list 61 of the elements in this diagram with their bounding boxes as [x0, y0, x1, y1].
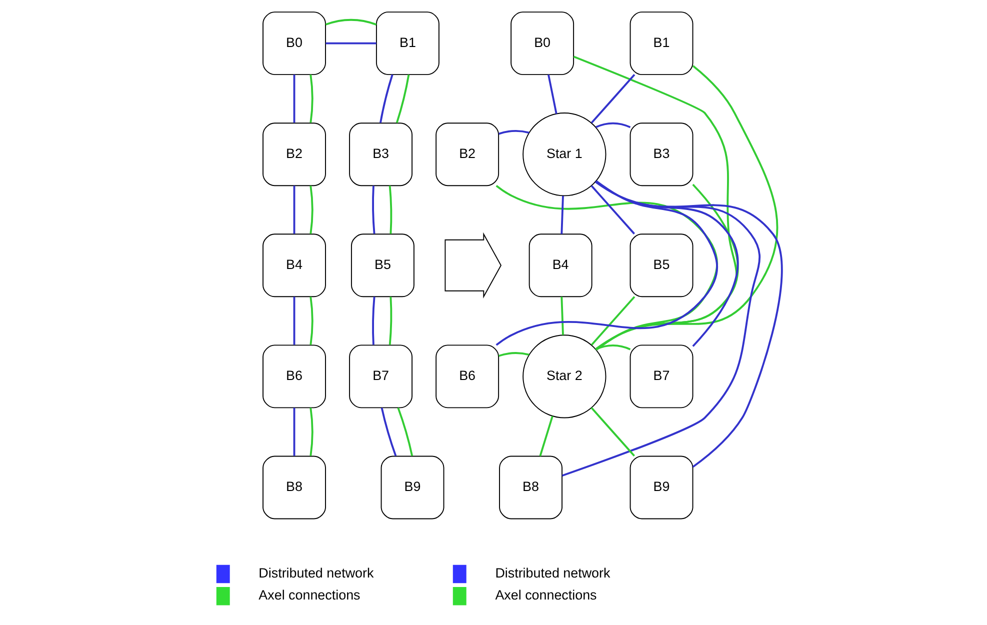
node-box: B1	[630, 12, 694, 76]
node-box: B3	[349, 122, 413, 186]
node-box: B9	[380, 456, 444, 520]
connector	[594, 181, 783, 468]
node-box: B9	[630, 456, 694, 520]
node-box: B0	[510, 12, 574, 76]
node-box: B5	[350, 234, 414, 298]
node-box: B2	[262, 122, 326, 186]
node-box: B2	[436, 122, 500, 186]
node-box: B4	[528, 234, 592, 298]
connector	[590, 296, 636, 346]
connector	[293, 74, 296, 123]
node-circle: Star 2	[522, 334, 606, 418]
node-circle: Star 1	[522, 112, 606, 196]
connector	[498, 352, 530, 357]
legend-label: Axel connections	[495, 588, 597, 603]
connector	[562, 180, 760, 477]
node-box: B1	[376, 12, 440, 76]
connector	[310, 296, 314, 345]
connector	[498, 130, 530, 135]
node-box: B7	[349, 344, 413, 408]
connector	[548, 74, 558, 114]
node-box: B0	[262, 12, 326, 76]
connector	[596, 344, 631, 350]
connector	[560, 296, 564, 336]
node-box: B8	[499, 456, 562, 520]
node-arrow	[444, 232, 502, 298]
node-box: B4	[262, 234, 326, 298]
node-box: B6	[262, 344, 326, 408]
legend-label: Distributed network	[495, 566, 610, 581]
connector	[590, 185, 635, 234]
connector	[293, 186, 296, 234]
connector	[590, 74, 636, 124]
connector	[388, 186, 392, 234]
connector	[310, 186, 314, 234]
connector	[325, 18, 377, 26]
node-box: B5	[630, 234, 694, 298]
connector	[326, 42, 376, 44]
connector	[396, 74, 410, 124]
node-box: B3	[630, 122, 694, 186]
connector	[380, 74, 394, 123]
connector	[595, 65, 778, 350]
connector	[539, 416, 554, 456]
connector	[372, 186, 376, 234]
connector	[596, 122, 631, 128]
legend-label: Distributed network	[258, 566, 374, 581]
connector	[560, 196, 564, 234]
connector	[573, 56, 738, 350]
connector	[293, 408, 296, 456]
connector	[397, 407, 414, 456]
connector	[310, 74, 314, 123]
connector	[590, 407, 635, 457]
connector	[380, 408, 397, 456]
legend-label: Axel connections	[258, 588, 360, 603]
node-box: B6	[436, 344, 500, 408]
node-box: B7	[630, 344, 694, 408]
connector	[293, 296, 296, 345]
connector	[310, 408, 314, 456]
connector	[388, 296, 392, 345]
connector	[372, 296, 376, 345]
node-box: B8	[262, 456, 326, 520]
